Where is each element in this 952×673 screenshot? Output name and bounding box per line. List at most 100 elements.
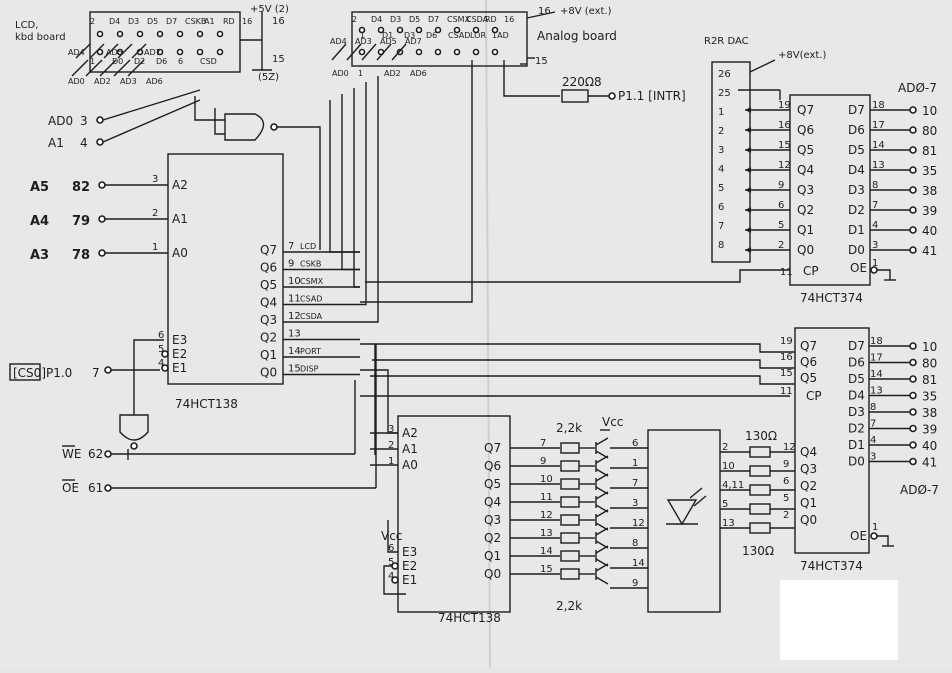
u4-output-pin: 14 [540,546,553,557]
digit-pin: 14 [632,558,645,569]
u3-lower-output-pin: 12 [783,442,796,453]
lcd-pin-circle [216,48,224,56]
u2-output-pin: 9 [778,180,784,191]
nand-bubble [130,442,138,450]
connectors [89,11,751,263]
u3-lower-output-pin: 6 [783,476,789,487]
u3-lower-output-pin: 5 [783,493,789,504]
u4-output-pin: 11 [540,492,553,503]
lcd-bottom-pin: AD6 [146,77,163,86]
r2r-title: R2R DAC [704,36,749,47]
u1-input-label: A1 [172,212,188,226]
lcd-top-pin: D5 [147,17,158,26]
u3-bus-circle [909,358,917,367]
lcd-mid-pin: AD4 [68,48,85,57]
analog-pin-16: 16 [538,6,551,17]
select-line [360,82,367,306]
transistor-c [595,455,609,464]
u1-chip [167,153,284,385]
u2-output-pin: 6 [778,200,784,211]
transistor-c [595,527,609,536]
intr-pin-circle [608,92,616,100]
analog-pin-circle [453,26,461,34]
analog-arrow [376,43,392,61]
lcd-top-pin: CSKB [185,17,206,26]
u2-output-label: Q5 [797,143,814,157]
lcd-pin-circle [136,30,144,38]
u1-output-pin: 10 [288,276,301,287]
cs-net: P1.0 [46,366,72,380]
u3-oe-pin: 1 [872,522,878,533]
lcd-top-pin: D7 [166,17,177,26]
u1-output-pin: 9 [288,259,294,270]
u3-input-pin: 13 [870,386,883,397]
lcd-pin-circle [176,48,184,56]
lcd-bottom-pin: AD3 [120,77,137,86]
u2-output-label: Q7 [797,103,814,117]
u2-input-pin: 17 [872,120,885,131]
lcd-arrow [103,43,119,59]
addr-wire [102,89,201,121]
u1-output-net: DISP [300,365,319,374]
u4-vcc-wire [387,520,398,553]
u1-output-net: CSMX [300,277,324,286]
u3-lower-output-pin: 2 [783,510,789,521]
u4-enable-label: E1 [402,573,417,587]
high-port-circle [98,249,106,257]
addr-port-name: A1 [48,136,64,150]
lcd-mid-pin: AD5 [106,48,123,57]
oe-circle [104,484,112,492]
u1-output-label: Q0 [260,366,277,380]
transistor-c [595,437,609,446]
lcd-top-pin: D3 [128,17,139,26]
u3-bus-circle [909,342,917,350]
u4-input-label: A2 [402,426,418,440]
r2r-pin: 5 [718,183,724,194]
u1-output-label: Q5 [260,278,277,292]
u4-output-label: Q5 [484,477,501,491]
u1-input-label: A0 [172,246,188,260]
analog-bottom-pin: AD2 [384,69,401,78]
u2-input-pin: 3 [872,240,878,251]
addr-port-pin: 3 [80,114,88,128]
analog-pin-circle [491,48,499,56]
u3-input-pin: 17 [870,353,883,364]
u3-output-pin: 19 [780,336,793,347]
u3-output-pin: 16 [780,352,793,363]
addr-port-circle [96,138,104,146]
display-diode [666,499,698,526]
r2r-supply-arrow [749,59,776,73]
oe-pin: 61 [88,481,103,495]
digit-pin: 12 [632,518,645,529]
analog-top-pin: D7 [428,15,439,24]
lcd-ground-note: (5Z) [258,72,279,83]
seg-pin-left: 13 [722,518,735,529]
addr-port-name: AD0 [48,114,73,128]
transistor-e [595,576,609,585]
analog-top-pin: D3 [390,15,401,24]
high-port-name: A5 [30,180,49,195]
analog-bottom-pin: AD6 [410,69,427,78]
r2r-pin: 7 [718,221,724,232]
digit-pin: 8 [632,538,638,549]
u4-enable-label: E2 [402,559,417,573]
blank-patch [780,580,898,660]
u4-enable-pin: 6 [388,543,394,554]
lcd-arrow [127,59,145,77]
analog-low-pin: D3 [404,31,415,40]
u2-input-label: D7 [848,103,865,117]
display-ray [689,487,703,499]
r2r-pin: 1 [718,107,724,118]
u3-input-pin: 8 [870,402,876,413]
u3-input-label: D3 [848,405,865,419]
u4-output-label: Q1 [484,549,501,563]
u3-lower-output-pin: 9 [783,459,789,470]
u2-input-label: D5 [848,143,865,157]
lcd-arrow [117,43,133,59]
lcd-kbd-connector [89,11,241,73]
cs-name: [CS0] [13,366,46,380]
analog-pin-circle [491,26,499,34]
u3-input-label: D4 [848,389,865,403]
nand-gate [119,414,149,441]
